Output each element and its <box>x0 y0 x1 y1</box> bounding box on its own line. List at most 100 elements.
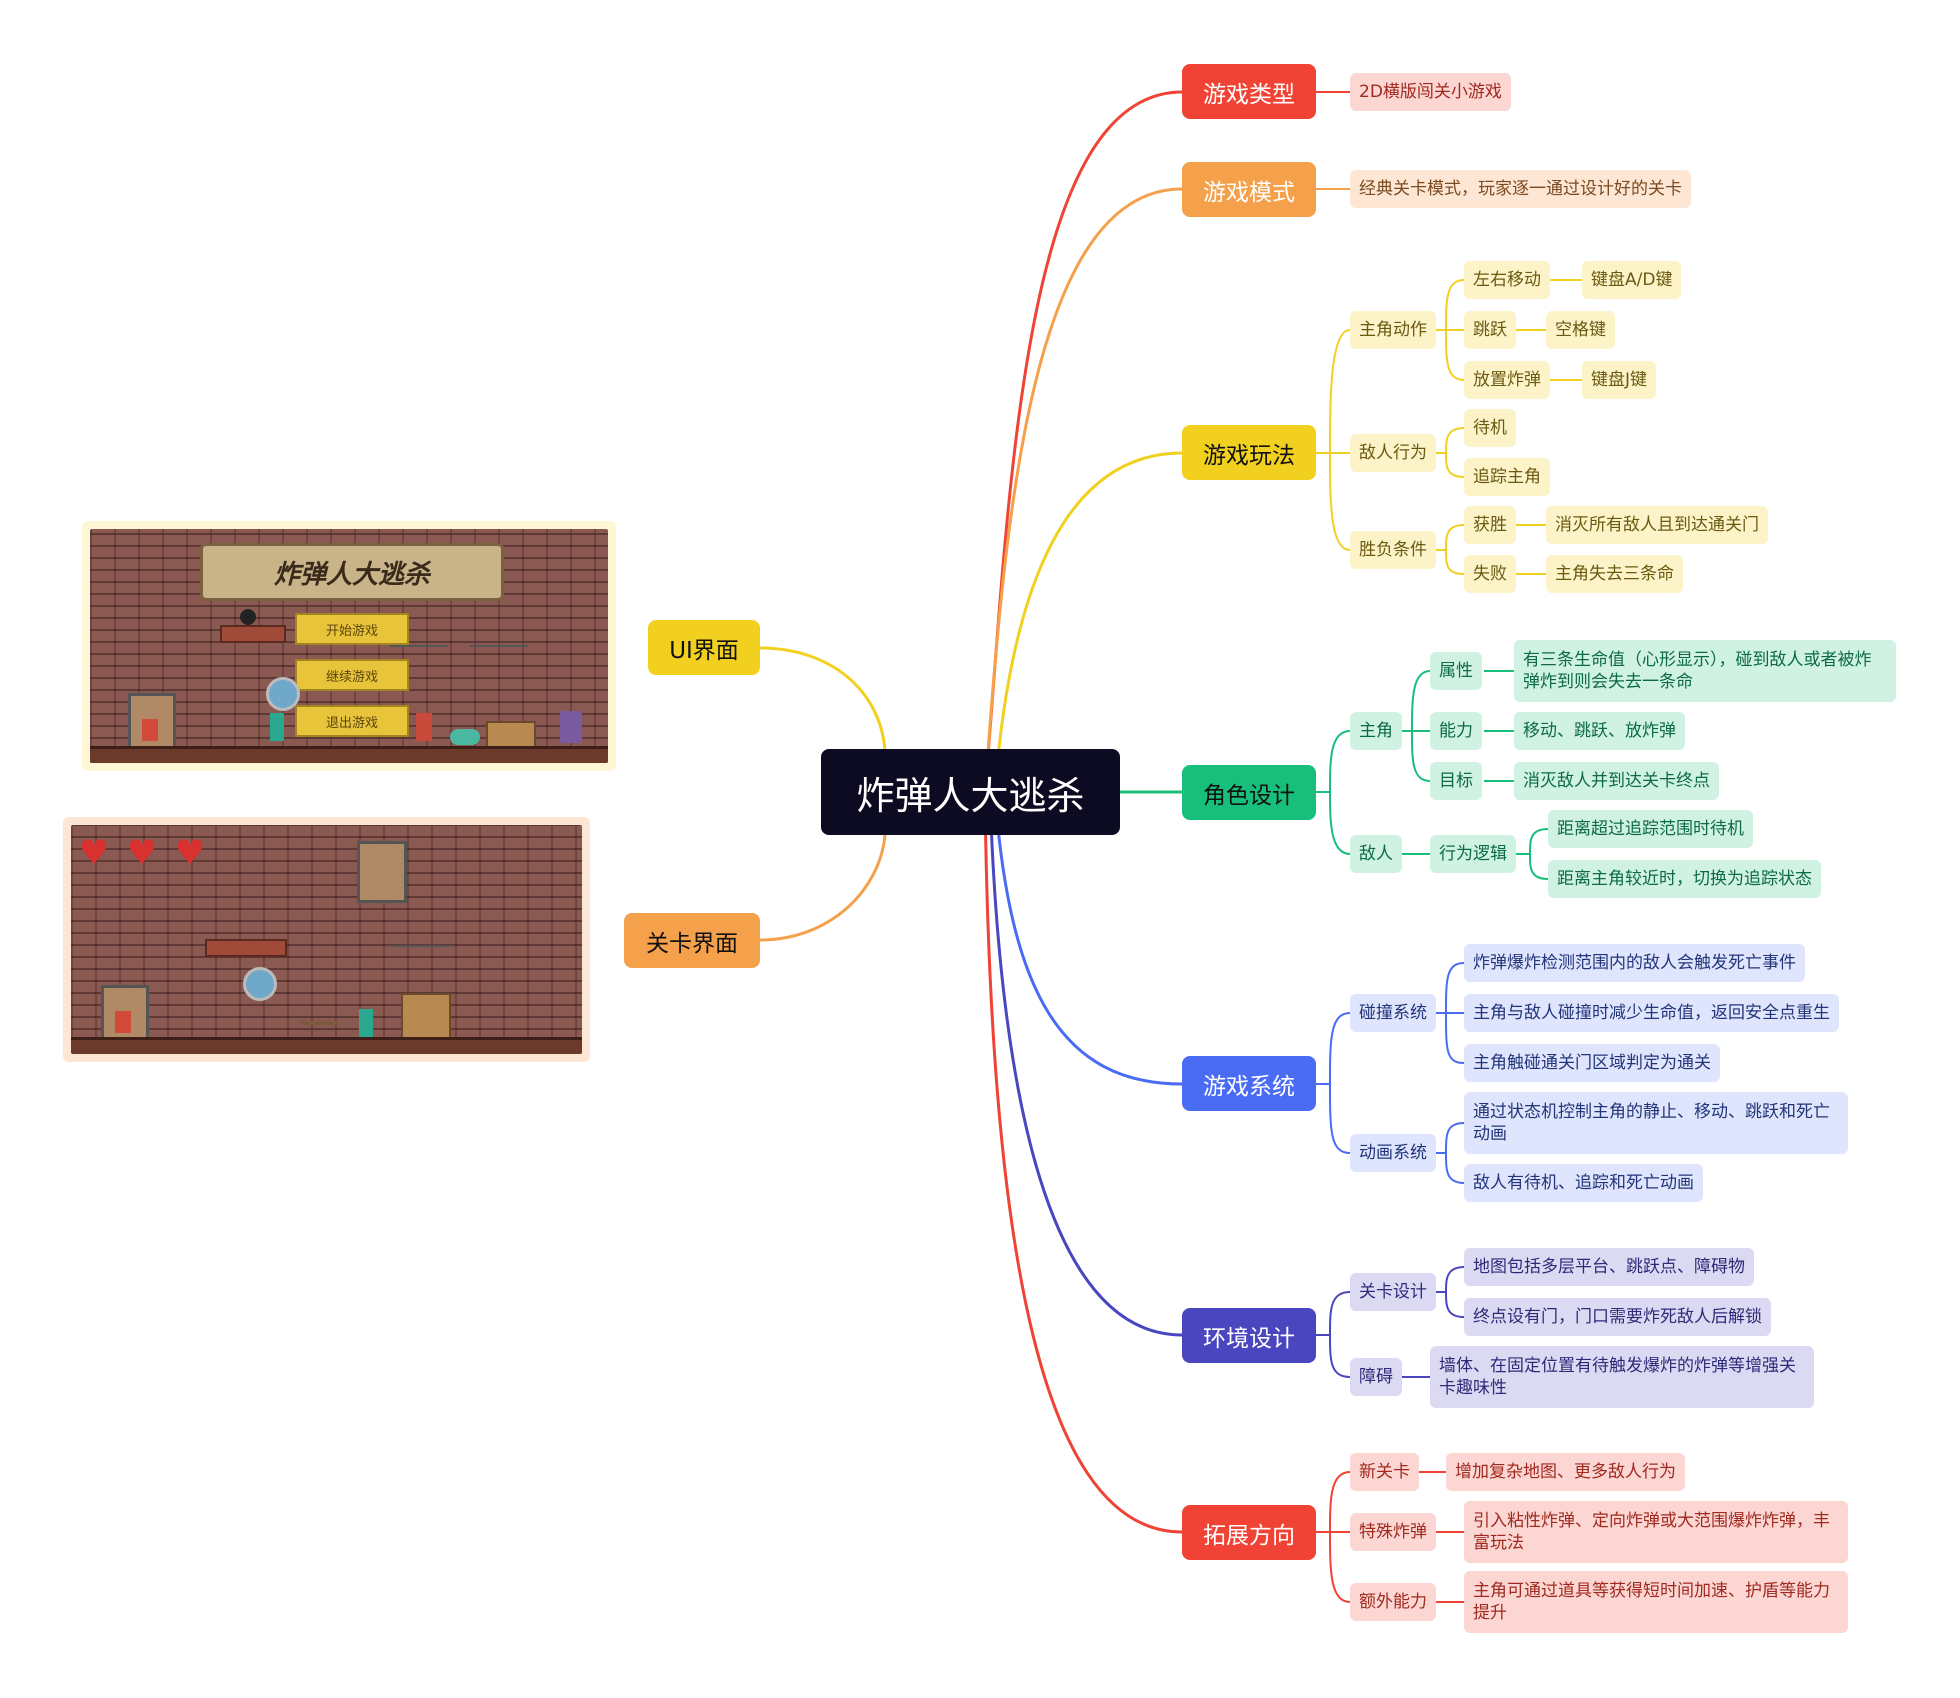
leaf-level-design-2[interactable]: 终点设有门，门口需要炸死敌人后解锁 <box>1464 1298 1771 1336</box>
game-title-banner: 炸弹人大逃杀 <box>200 543 504 601</box>
window-icon <box>266 677 300 711</box>
leaf-text: 距离超过追踪范围时待机 <box>1557 819 1744 839</box>
leaf-enemy-logic[interactable]: 行为逻辑 <box>1430 835 1516 873</box>
exit-game-label: 退出游戏 <box>325 715 378 731</box>
leaf-text: 2D横版闯关小游戏 <box>1359 82 1502 102</box>
leaf-enemy-logic-2[interactable]: 距离主角较近时，切换为追踪状态 <box>1548 860 1821 898</box>
leaf-text: 额外能力 <box>1359 1592 1427 1612</box>
leaf-win-desc[interactable]: 消灭所有敌人且到达通关门 <box>1546 506 1768 544</box>
leaf-level-design-1[interactable]: 地图包括多层平台、跳跃点、障碍物 <box>1464 1248 1754 1286</box>
leaf-new-level-desc[interactable]: 增加复杂地图、更多敌人行为 <box>1446 1453 1685 1491</box>
leaf-hero[interactable]: 主角 <box>1350 712 1402 750</box>
leaf-lose[interactable]: 失败 <box>1464 555 1516 593</box>
leaf-obstacle-desc[interactable]: 墙体、在固定位置有待触发爆炸的炸弹等增强关卡趣味性 <box>1430 1346 1814 1408</box>
leaf-hero-attr[interactable]: 属性 <box>1430 652 1482 690</box>
hero-sprite <box>115 1011 131 1033</box>
table <box>301 1021 339 1025</box>
brick-platform <box>220 625 286 643</box>
leaf-collision-2[interactable]: 主角与敌人碰撞时减少生命值，返回安全点重生 <box>1464 994 1839 1032</box>
continue-game-button[interactable]: 继续游戏 <box>295 659 409 691</box>
leaf-bomb[interactable]: 放置炸弹 <box>1464 361 1550 399</box>
start-game-button[interactable]: 开始游戏 <box>295 613 409 645</box>
node-game-mode-label: 游戏模式 <box>1203 179 1295 206</box>
leaf-jump-key[interactable]: 空格键 <box>1546 311 1615 349</box>
game-title-text: 炸弹人大逃杀 <box>273 559 430 590</box>
hero-sprite <box>142 719 158 741</box>
node-game-system-label: 游戏系统 <box>1203 1073 1295 1100</box>
leaf-text: 特殊炸弹 <box>1359 1522 1427 1542</box>
leaf-type[interactable]: 2D横版闯关小游戏 <box>1350 73 1511 111</box>
node-game-system[interactable]: 游戏系统 <box>1182 1056 1316 1111</box>
leaf-text: 敌人行为 <box>1359 443 1427 463</box>
leaf-animation-system[interactable]: 动画系统 <box>1350 1134 1436 1172</box>
leaf-text: 炸弹爆炸检测范围内的敌人会触发死亡事件 <box>1473 953 1796 973</box>
leaf-text: 终点设有门，门口需要炸死敌人后解锁 <box>1473 1307 1762 1327</box>
leaf-idle[interactable]: 待机 <box>1464 409 1516 447</box>
leaf-text: 属性 <box>1439 661 1473 681</box>
level-scene: ♥ ♥ ♥ <box>71 825 582 1054</box>
leaf-text: 放置炸弹 <box>1473 370 1541 390</box>
leaf-new-level[interactable]: 新关卡 <box>1350 1453 1419 1491</box>
leaf-move-key[interactable]: 键盘A/D键 <box>1582 261 1682 299</box>
leaf-hero-goal[interactable]: 目标 <box>1430 762 1482 800</box>
leaf-hero-attr-desc[interactable]: 有三条生命值（心形显示），碰到敌人或者被炸弹炸到则会失去一条命 <box>1514 640 1896 702</box>
leaf-extra-ability-desc[interactable]: 主角可通过道具等获得短时间加速、护盾等能力提升 <box>1464 1571 1848 1633</box>
leaf-win[interactable]: 获胜 <box>1464 506 1516 544</box>
leaf-text: 敌人 <box>1359 844 1393 864</box>
leaf-mode[interactable]: 经典关卡模式，玩家逐一通过设计好的关卡 <box>1350 170 1691 208</box>
leaf-special-bomb[interactable]: 特殊炸弹 <box>1350 1513 1436 1551</box>
leaf-hero-ability[interactable]: 能力 <box>1430 712 1482 750</box>
heart-icon: ♥ <box>126 833 158 873</box>
root-node[interactable]: 炸弹人大逃杀 <box>821 749 1120 835</box>
leaf-hero-goal-desc[interactable]: 消灭敌人并到达关卡终点 <box>1514 762 1719 800</box>
leaf-text: 获胜 <box>1473 515 1507 535</box>
leaf-text: 能力 <box>1439 721 1473 741</box>
leaf-text: 主角触碰通关门区域判定为通关 <box>1473 1053 1711 1073</box>
node-game-type[interactable]: 游戏类型 <box>1182 64 1316 119</box>
leaf-text: 胜负条件 <box>1359 540 1427 560</box>
window-shutter-icon <box>357 841 407 903</box>
node-ui[interactable]: UI界面 <box>648 620 760 675</box>
leaf-text: 经典关卡模式，玩家逐一通过设计好的关卡 <box>1359 179 1682 199</box>
ui-screenshot: 炸弹人大逃杀 开始游戏 继续游戏 退出游戏 <box>82 521 616 771</box>
node-gameplay[interactable]: 游戏玩法 <box>1182 425 1316 480</box>
leaf-level-design[interactable]: 关卡设计 <box>1350 1273 1436 1311</box>
leaf-collision-3[interactable]: 主角触碰通关门区域判定为通关 <box>1464 1044 1720 1082</box>
node-level-screen-label: 关卡界面 <box>646 930 738 957</box>
leaf-extra-ability[interactable]: 额外能力 <box>1350 1583 1436 1621</box>
whale-enemy-sprite <box>450 729 480 745</box>
leaf-enemy-logic-1[interactable]: 距离超过追踪范围时待机 <box>1548 810 1753 848</box>
node-environment[interactable]: 环境设计 <box>1182 1308 1316 1363</box>
node-extension[interactable]: 拓展方向 <box>1182 1505 1316 1560</box>
exit-game-button[interactable]: 退出游戏 <box>295 705 409 737</box>
leaf-animation-2[interactable]: 敌人有待机、追踪和死亡动画 <box>1464 1164 1703 1202</box>
leaf-move[interactable]: 左右移动 <box>1464 261 1550 299</box>
leaf-chase[interactable]: 追踪主角 <box>1464 458 1550 496</box>
leaf-bomb-key[interactable]: 键盘J键 <box>1582 361 1657 399</box>
leaf-enemy-behavior[interactable]: 敌人行为 <box>1350 434 1436 472</box>
leaf-text: 左右移动 <box>1473 270 1541 290</box>
leaf-lose-desc[interactable]: 主角失去三条命 <box>1546 555 1683 593</box>
leaf-text: 跳跃 <box>1473 320 1507 340</box>
leaf-animation-1[interactable]: 通过状态机控制主角的静止、移动、跳跃和死亡动画 <box>1464 1092 1848 1154</box>
leaf-text: 墙体、在固定位置有待触发爆炸的炸弹等增强关卡趣味性 <box>1439 1356 1796 1398</box>
node-ui-label: UI界面 <box>669 637 739 664</box>
node-game-mode[interactable]: 游戏模式 <box>1182 162 1316 217</box>
leaf-text: 距离主角较近时，切换为追踪状态 <box>1557 869 1812 889</box>
leaf-collision-system[interactable]: 碰撞系统 <box>1350 994 1436 1032</box>
leaf-enemy[interactable]: 敌人 <box>1350 835 1402 873</box>
node-game-type-label: 游戏类型 <box>1203 81 1295 108</box>
floor <box>90 746 608 763</box>
thin-ledge <box>389 945 451 947</box>
node-level-screen[interactable]: 关卡界面 <box>624 913 760 968</box>
leaf-jump[interactable]: 跳跃 <box>1464 311 1516 349</box>
start-game-label: 开始游戏 <box>325 623 378 639</box>
leaf-text: 消灭所有敌人且到达通关门 <box>1555 515 1759 535</box>
leaf-special-bomb-desc[interactable]: 引入粘性炸弹、定向炸弹或大范围爆炸炸弹，丰富玩法 <box>1464 1501 1848 1563</box>
node-role-design[interactable]: 角色设计 <box>1182 765 1316 820</box>
leaf-obstacle[interactable]: 障碍 <box>1350 1358 1402 1396</box>
leaf-collision-1[interactable]: 炸弹爆炸检测范围内的敌人会触发死亡事件 <box>1464 944 1805 982</box>
leaf-win-lose[interactable]: 胜负条件 <box>1350 531 1436 569</box>
leaf-hero-actions[interactable]: 主角动作 <box>1350 311 1436 349</box>
leaf-hero-ability-desc[interactable]: 移动、跳跃、放炸弹 <box>1514 712 1685 750</box>
